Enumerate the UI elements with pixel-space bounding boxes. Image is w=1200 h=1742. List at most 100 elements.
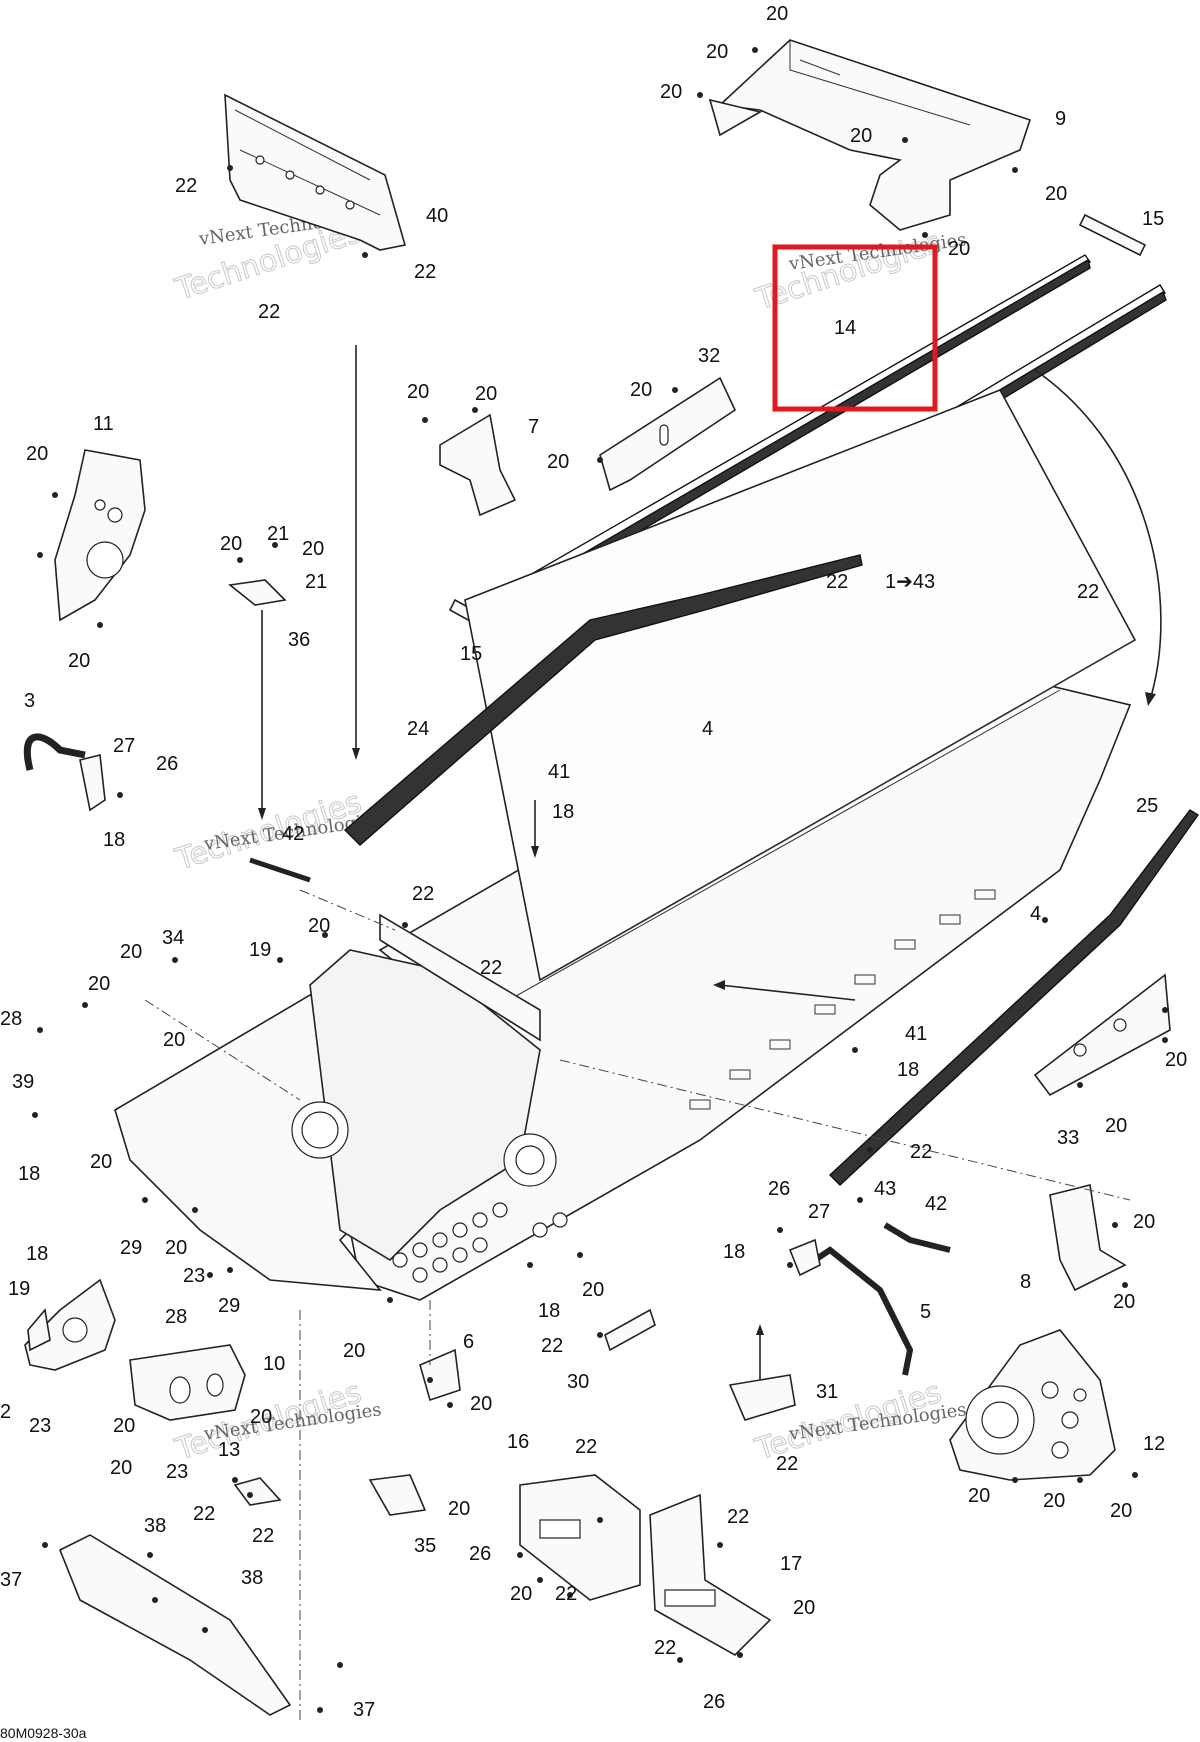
part-12-plate bbox=[949, 1329, 1116, 1481]
part-label: 20 bbox=[582, 1279, 604, 1301]
part-label: 13 bbox=[218, 1439, 240, 1461]
part-8-bracket bbox=[1049, 1184, 1127, 1292]
part-label: 18 bbox=[18, 1163, 40, 1185]
part-label: 23 bbox=[29, 1415, 51, 1437]
part-label: 20 bbox=[165, 1237, 187, 1259]
part-label: 28 bbox=[165, 1306, 187, 1328]
part-5-steering-arm bbox=[788, 1238, 914, 1376]
part-label: 22 bbox=[193, 1503, 215, 1525]
part-label: 20 bbox=[706, 41, 728, 63]
part-label: 20 bbox=[1043, 1490, 1065, 1512]
part-label: 26 bbox=[768, 1178, 790, 1200]
tunnel-assembly bbox=[114, 388, 1137, 1301]
drawing-reference-code: 80M0928-30a bbox=[0, 1725, 87, 1741]
part-label: 20 bbox=[510, 1583, 532, 1605]
part-label: 17 bbox=[780, 1553, 802, 1575]
part-36-bracket bbox=[228, 579, 287, 606]
part-label: 20 bbox=[448, 1498, 470, 1520]
part-label: 18 bbox=[723, 1241, 745, 1263]
part-label: 20 bbox=[407, 381, 429, 403]
part-label: 40 bbox=[426, 205, 448, 227]
part-label: 1➔43 bbox=[885, 571, 935, 593]
part-label: 15 bbox=[460, 643, 482, 665]
part-label: 20 bbox=[120, 941, 142, 963]
part-label: 15 bbox=[1142, 208, 1164, 230]
part-label: 7 bbox=[528, 416, 539, 438]
part-35-bracket bbox=[368, 1474, 427, 1516]
part-label: 20 bbox=[88, 973, 110, 995]
part-label: 20 bbox=[660, 81, 682, 103]
part-label: 22 bbox=[727, 1506, 749, 1528]
part-label: 2 bbox=[0, 1401, 11, 1423]
part-label: 12 bbox=[1143, 1433, 1165, 1455]
part-2-bracket bbox=[24, 1278, 116, 1371]
part-label: 20 bbox=[220, 533, 242, 555]
part-label: 27 bbox=[113, 735, 135, 757]
part-label: 20 bbox=[470, 1393, 492, 1415]
part-label: 16 bbox=[507, 1431, 529, 1453]
part-label: 35 bbox=[414, 1535, 436, 1557]
part-label: 21 bbox=[305, 571, 327, 593]
part-label: 21 bbox=[267, 523, 289, 545]
part-label: 20 bbox=[110, 1457, 132, 1479]
front-holes bbox=[392, 1202, 568, 1283]
part-label: 20 bbox=[302, 538, 324, 560]
part-6-bracket bbox=[419, 1348, 461, 1402]
part-label: 20 bbox=[793, 1597, 815, 1619]
part-label: 22 bbox=[910, 1141, 932, 1163]
part-label: 22 bbox=[1077, 581, 1099, 603]
part-40-panel bbox=[224, 93, 407, 251]
part-37-crossmember bbox=[58, 1534, 292, 1716]
part-label: 20 bbox=[1045, 183, 1067, 205]
part-label: 22 bbox=[555, 1583, 577, 1605]
part-label: 33 bbox=[1057, 1127, 1079, 1149]
part-label: 38 bbox=[144, 1515, 166, 1537]
part-label: 5 bbox=[920, 1301, 931, 1323]
part-label: 22 bbox=[826, 571, 848, 593]
part-label: 18 bbox=[26, 1243, 48, 1265]
part-label: 19 bbox=[8, 1278, 30, 1300]
part-label: 20 bbox=[163, 1029, 185, 1051]
part-label: 4 bbox=[702, 718, 713, 740]
part-label: 20 bbox=[948, 238, 970, 260]
part-label: 20 bbox=[850, 125, 872, 147]
part-label: 20 bbox=[90, 1151, 112, 1173]
part-label: 36 bbox=[288, 629, 310, 651]
part-label: 42 bbox=[925, 1193, 947, 1215]
part-label: 20 bbox=[250, 1406, 272, 1428]
part-label: 37 bbox=[0, 1569, 22, 1591]
part-label: 22 bbox=[541, 1335, 563, 1357]
part-label: 23 bbox=[166, 1461, 188, 1483]
part-19-plate bbox=[27, 1308, 51, 1352]
part-label: 20 bbox=[630, 379, 652, 401]
part-3-arm bbox=[23, 733, 106, 812]
part-9-panel bbox=[708, 39, 1032, 231]
part-label: 20 bbox=[1165, 1049, 1187, 1071]
part-label: 20 bbox=[1105, 1115, 1127, 1137]
part-label: 41 bbox=[548, 761, 570, 783]
part-24-rail bbox=[343, 554, 863, 846]
part-label: 41 bbox=[905, 1023, 927, 1045]
part-label: 38 bbox=[241, 1567, 263, 1589]
part-label: 20 bbox=[968, 1485, 990, 1507]
part-label: 20 bbox=[475, 383, 497, 405]
part-labels: 20 20 20 20 9 20 20 15 14 22 40 22 22 20… bbox=[0, 3, 1187, 1741]
part-25-rail bbox=[828, 809, 1200, 1186]
part-42-handle bbox=[249, 857, 951, 1253]
part-label: 20 bbox=[26, 443, 48, 465]
part-label: 20 bbox=[343, 1340, 365, 1362]
part-label: 18 bbox=[538, 1300, 560, 1322]
part-label: 20 bbox=[68, 650, 90, 672]
part-label: 6 bbox=[463, 1331, 474, 1353]
part-10-bracket bbox=[129, 1344, 246, 1421]
leader-lines bbox=[144, 345, 1162, 1720]
part-label: 10 bbox=[263, 1353, 285, 1375]
part-label: 29 bbox=[218, 1295, 240, 1317]
part-label: 30 bbox=[567, 1371, 589, 1393]
highlight-box-part-14 bbox=[772, 244, 938, 412]
part-label: 22 bbox=[480, 957, 502, 979]
part-label: 25 bbox=[1136, 795, 1158, 817]
part-label: 20 bbox=[113, 1415, 135, 1437]
part-label: 22 bbox=[258, 301, 280, 323]
